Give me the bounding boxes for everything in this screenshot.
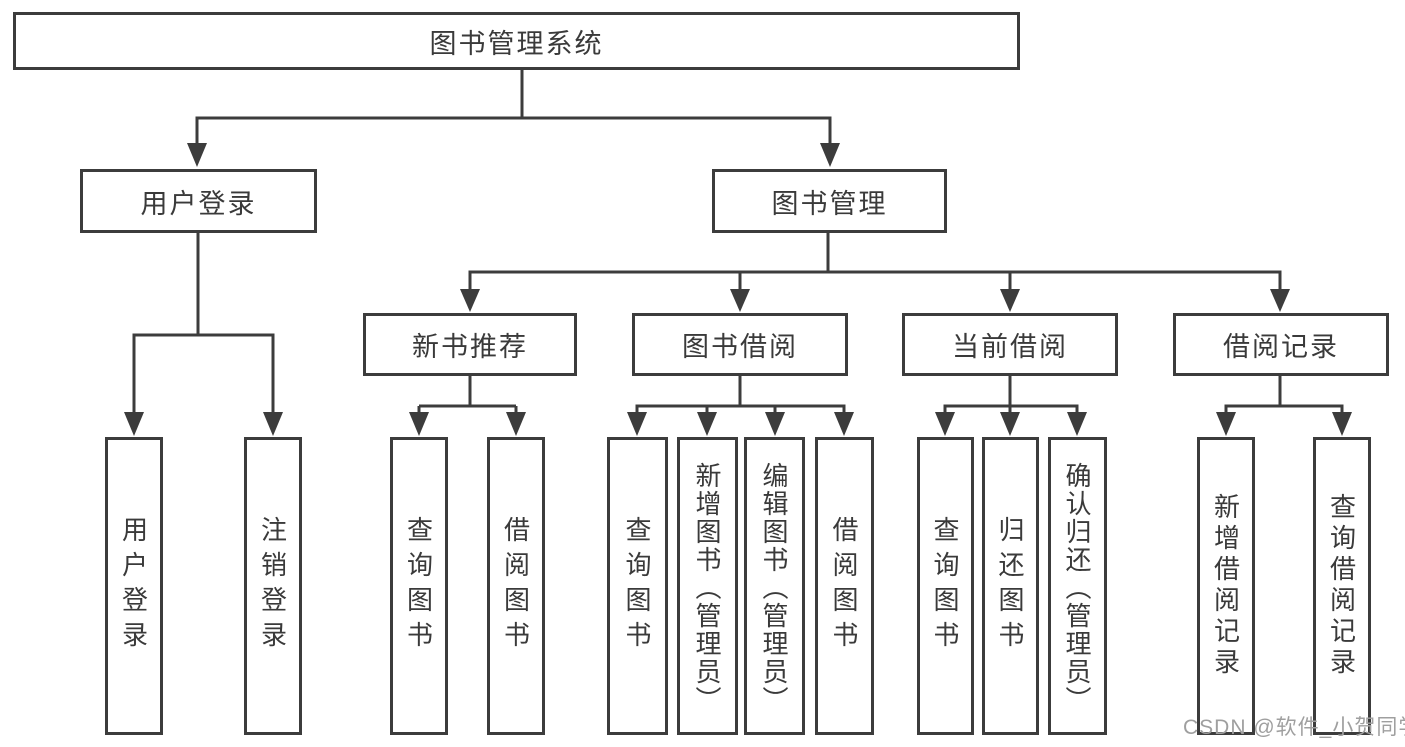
leaf-add-books-admin: 新增图书（管理员） <box>677 437 738 735</box>
node-user-login: 用户登录 <box>80 169 317 233</box>
node-book-management: 图书管理 <box>712 169 947 233</box>
leaf-query-books-current: 查询图书 <box>917 437 974 735</box>
node-book-borrowing: 图书借阅 <box>632 313 848 376</box>
node-library-management-system: 图书管理系统 <box>13 12 1020 70</box>
leaf-query-books-recommend: 查询图书 <box>390 437 448 735</box>
leaf-return-books: 归还图书 <box>982 437 1039 735</box>
leaf-add-borrow-record: 新增借阅记录 <box>1197 437 1255 735</box>
leaf-logout: 注销登录 <box>244 437 302 735</box>
arrowheads <box>124 143 1352 436</box>
leaf-edit-books-admin: 编辑图书（管理员） <box>744 437 805 735</box>
node-new-book-recommendation: 新书推荐 <box>363 313 577 376</box>
csdn-watermark: CSDN @软件_小贺同学 <box>1183 716 1405 739</box>
node-current-borrowing: 当前借阅 <box>902 313 1118 376</box>
leaf-user-login: 用户登录 <box>105 437 163 735</box>
node-borrowing-records: 借阅记录 <box>1173 313 1389 376</box>
leaf-borrow-books: 借阅图书 <box>815 437 874 735</box>
leaf-query-borrow-record: 查询借阅记录 <box>1313 437 1371 735</box>
leaf-borrow-books-recommend: 借阅图书 <box>487 437 545 735</box>
leaf-query-books-borrow: 查询图书 <box>607 437 668 735</box>
leaf-confirm-return-admin: 确认归还（管理员） <box>1048 437 1107 735</box>
